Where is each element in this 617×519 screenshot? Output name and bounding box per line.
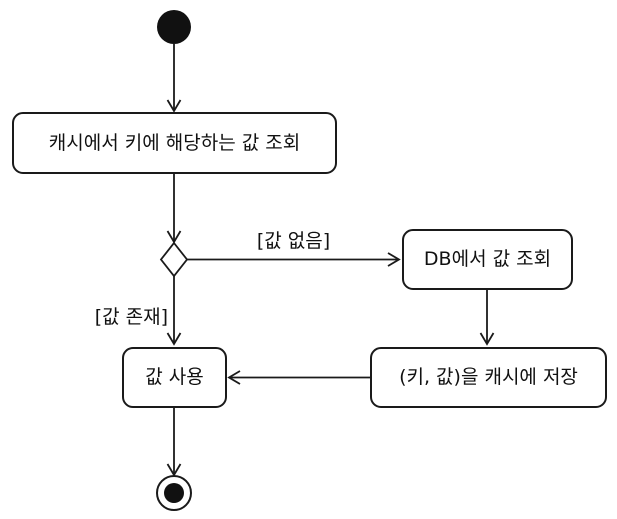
action-node-lookup-db: DB에서 값 조회 bbox=[402, 229, 573, 290]
decision-node-diamond bbox=[159, 241, 189, 278]
arrowhead-into-use-value-top bbox=[166, 332, 182, 346]
action-node-lookup-db-label: DB에서 값 조회 bbox=[423, 248, 552, 271]
start-node-circle bbox=[157, 10, 191, 44]
action-node-store-cache-label: (키, 값)을 캐시에 저장 bbox=[399, 366, 578, 389]
action-node-use-value-label: 값 사용 bbox=[145, 366, 204, 389]
arrowhead-into-use-value-right bbox=[227, 370, 241, 385]
guard-label-value-exists: [값 존재] bbox=[94, 306, 168, 328]
arrowhead-into-lookup-db bbox=[387, 252, 401, 267]
arrowhead-into-store-cache bbox=[479, 332, 495, 346]
guard-label-no-value: [값 없음] bbox=[256, 230, 331, 252]
action-node-lookup-cache: 캐시에서 키에 해당하는 값 조회 bbox=[12, 112, 337, 174]
end-node-inner-dot bbox=[164, 483, 184, 503]
action-node-lookup-cache-label: 캐시에서 키에 해당하는 값 조회 bbox=[48, 131, 301, 154]
arrowhead-into-lookup-cache bbox=[166, 99, 182, 113]
action-node-use-value: 값 사용 bbox=[122, 347, 227, 408]
action-node-store-cache: (키, 값)을 캐시에 저장 bbox=[370, 347, 607, 408]
